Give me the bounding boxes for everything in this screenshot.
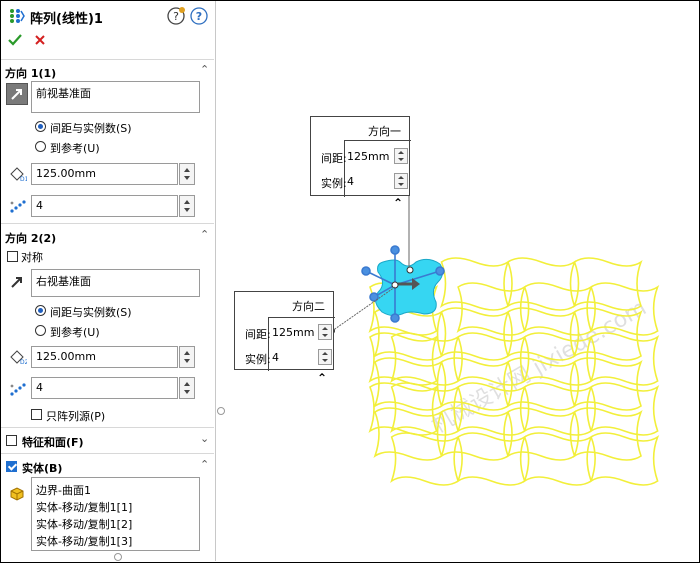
svg-text:D1: D1 [20,176,27,182]
direction1-spacing-spinner[interactable] [179,163,195,185]
spacing-d1-icon: D1 [9,166,29,183]
list-item[interactable]: 实体-移动/复制1[3] [36,535,133,548]
callout-count-label: 实例: [245,353,271,366]
help-icon[interactable]: ? [188,5,210,27]
features-faces-header[interactable]: 特征和面(F) [22,436,84,449]
direction1-header[interactable]: 方向 1(1) [5,67,57,80]
pattern-instance [506,257,577,311]
panel-scroll-handle[interactable] [114,553,122,561]
list-item[interactable]: 实体-移动/复制1[1] [36,501,133,514]
pattern-instance [572,357,643,411]
direction1-reference-field[interactable]: 前视基准面 [31,81,200,113]
direction1-spacing-option-label: 间距与实例数(S) [50,122,132,135]
callout2-collapse-icon[interactable]: ⌃ [317,371,328,385]
pattern-instance [589,282,660,336]
direction2-spacing-option-label: 间距与实例数(S) [50,306,132,319]
direction2-spacing-input[interactable]: 125.00mm [31,346,178,368]
direction2-header[interactable]: 方向 2(2) [5,232,57,245]
bodies-checkbox[interactable] [6,461,17,472]
pattern-instance [439,257,510,311]
direction2-instances-spinner[interactable] [179,377,195,399]
pattern-instance [589,382,660,436]
linear-pattern-icon [9,8,25,24]
instances-icon [9,198,27,214]
panel-title: 阵列(线性)1 [30,12,103,27]
seed-only-label: 只阵列源(P) [46,410,106,423]
list-item[interactable]: 实体-移动/复制1[2] [36,518,133,531]
direction2-spacing-radio[interactable] [35,305,46,316]
reverse-direction-icon[interactable] [6,83,28,105]
callout-count-spinner[interactable] [318,349,332,365]
expand-chevron-icon[interactable]: ⌄ [200,432,210,445]
callout-spacing-spinner[interactable] [318,324,332,340]
callout-count-value[interactable]: 4 [347,175,354,188]
seed-body[interactable] [375,258,444,317]
svg-text:?: ? [173,10,179,23]
direction2-reference-radio[interactable] [35,325,46,336]
callout-body [268,317,335,371]
svg-text:?: ? [196,10,202,23]
pattern-instance [368,332,439,386]
collapse-chevron-icon[interactable]: ⌃ [200,228,210,241]
pattern-instance [589,332,660,386]
pattern-instance [572,407,643,461]
seed-only-checkbox[interactable] [31,409,42,420]
direction2-reference-text: 右视基准面 [36,275,91,288]
ok-button[interactable] [8,33,22,47]
whats-wrong-icon[interactable]: ? [165,5,187,27]
panel-splitter-handle[interactable] [217,407,225,415]
solid-bodies-icon [8,485,26,503]
direction2-callout[interactable]: 方向二 间距: 125mm 实例: 4 [234,291,335,371]
direction1-reference-radio[interactable] [35,141,46,152]
callout2-leader [331,286,396,332]
callout-title: 方向一 [368,125,401,138]
direction1-callout[interactable]: 方向一 间距: 125mm 实例: 4 [310,116,411,197]
collapse-chevron-icon[interactable]: ⌃ [200,63,210,76]
callout-count-value[interactable]: 4 [272,351,279,364]
pattern-instance [589,432,660,486]
pattern-instance [572,257,643,311]
graphics-viewport[interactable]: 机械设计网 jixiede.com [216,1,699,561]
callout-spacing-value[interactable]: 125mm [347,150,390,163]
svg-text:D2: D2 [20,359,27,365]
symmetric-checkbox[interactable] [7,251,18,262]
pattern-instance [572,307,643,361]
callout-spacing-spinner[interactable] [394,148,408,164]
direction1-instances-input[interactable]: 4 [31,195,178,217]
cancel-button[interactable] [34,34,46,46]
callout-count-spinner[interactable] [394,173,408,189]
spacing-d2-icon: D2 [9,349,29,366]
direction2-reference-option-label: 到参考(U) [50,326,100,339]
callout-spacing-label: 间距: [245,328,271,341]
pattern-instance [390,432,460,486]
symmetric-label: 对称 [21,251,43,264]
direction2-instances-input[interactable]: 4 [31,377,178,399]
callout-spacing-value[interactable]: 125mm [272,326,315,339]
pattern-instance [456,432,527,486]
bodies-header[interactable]: 实体(B) [22,462,63,475]
reverse-direction-icon[interactable] [6,271,28,293]
pattern-instance [523,432,593,486]
direction1-spacing-input[interactable]: 125.00mm [31,163,178,185]
direction2-reference-field[interactable]: 右视基准面 [31,269,200,297]
callout-spacing-label: 间距: [321,152,347,165]
property-manager-panel: 阵列(线性)1 ? ? 方向 1(1) ⌃ 前视基准面 间距与实例数(S) 到参… [1,1,216,561]
pattern-instance [368,382,439,436]
direction-arrow-icon[interactable] [391,266,420,290]
direction1-instances-spinner[interactable] [179,195,195,217]
callout1-collapse-icon[interactable]: ⌃ [393,196,404,210]
callout-count-label: 实例: [321,177,347,190]
callout-body [344,140,411,197]
pattern-preview [368,257,660,486]
bodies-list[interactable]: 边界-曲面1 实体-移动/复制1[1] 实体-移动/复制1[2] 实体-移动/复… [31,477,200,551]
features-faces-checkbox[interactable] [6,435,17,446]
callout-title: 方向二 [292,300,325,313]
list-item[interactable]: 边界-曲面1 [36,484,91,497]
direction2-spacing-spinner[interactable] [179,346,195,368]
collapse-chevron-icon[interactable]: ⌃ [200,458,210,471]
direction1-spacing-radio[interactable] [35,121,46,132]
instances-icon [9,381,27,397]
direction1-reference-option-label: 到参考(U) [50,142,100,155]
direction1-reference-text: 前视基准面 [36,87,91,100]
